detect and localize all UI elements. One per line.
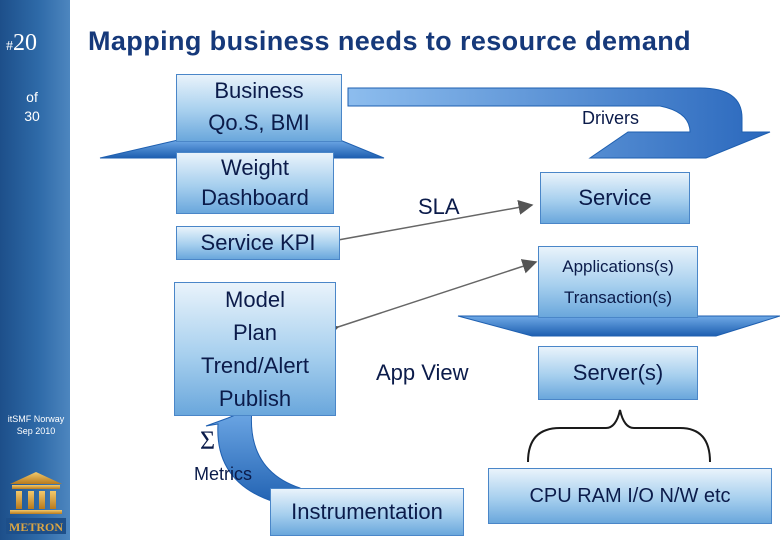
logo-text: METRON: [9, 520, 63, 534]
slide-number-hash: #: [6, 39, 13, 54]
slide-number-value: 20: [13, 30, 37, 56]
slide-total: of 30: [24, 89, 40, 124]
model-apps-line: [322, 259, 538, 339]
drivers-label: Drivers: [582, 108, 639, 128]
drivers-arrow: [347, 87, 771, 159]
instrumentation-box: Instrumentation: [270, 488, 464, 536]
service-kpi-box: Service KPI: [176, 226, 340, 260]
page-title: Mapping business needs to resource deman…: [88, 26, 692, 56]
app-view-label: App View: [376, 360, 469, 385]
metron-logo-icon: METRON: [6, 472, 66, 534]
slide-number: #20: [6, 30, 37, 57]
resources-box: CPU RAM I/O N/W etc: [488, 468, 772, 524]
service-box: Service: [540, 172, 690, 224]
publish-label: Publish: [218, 386, 292, 411]
applications-box: Applications(s) Transaction(s): [538, 246, 698, 318]
kpi-sla-line: [323, 200, 534, 250]
resource-brace: [527, 409, 711, 463]
footer-note: itSMF Norway Sep 2010: [7, 414, 65, 436]
sla-label: SLA: [418, 194, 460, 219]
qos-label: Qo.S, BMI: [208, 110, 310, 135]
model-label: Model: [225, 287, 285, 312]
servers-box: Server(s): [538, 346, 698, 400]
weight-label: Weight: [220, 155, 290, 180]
service-kpi-label: Service KPI: [200, 230, 316, 255]
plan-label: Plan: [232, 320, 278, 345]
applications-down-arrowhead: [457, 315, 780, 337]
transactions-label: Transaction(s): [563, 288, 672, 307]
sigma-icon: Σ: [200, 426, 216, 455]
dashboard-box: Weight Dashboard: [176, 152, 334, 214]
metrics-label: Metrics: [194, 464, 252, 484]
dashboard-label: Dashboard: [201, 185, 309, 210]
business-label: Business: [214, 78, 304, 103]
applications-label: Applications(s): [562, 257, 674, 276]
business-box: Business Qo.S, BMI: [176, 74, 342, 142]
trend-label: Trend/Alert: [200, 353, 309, 378]
model-box: Model Plan Trend/Alert Publish: [174, 282, 336, 416]
sidebar: [0, 0, 70, 540]
